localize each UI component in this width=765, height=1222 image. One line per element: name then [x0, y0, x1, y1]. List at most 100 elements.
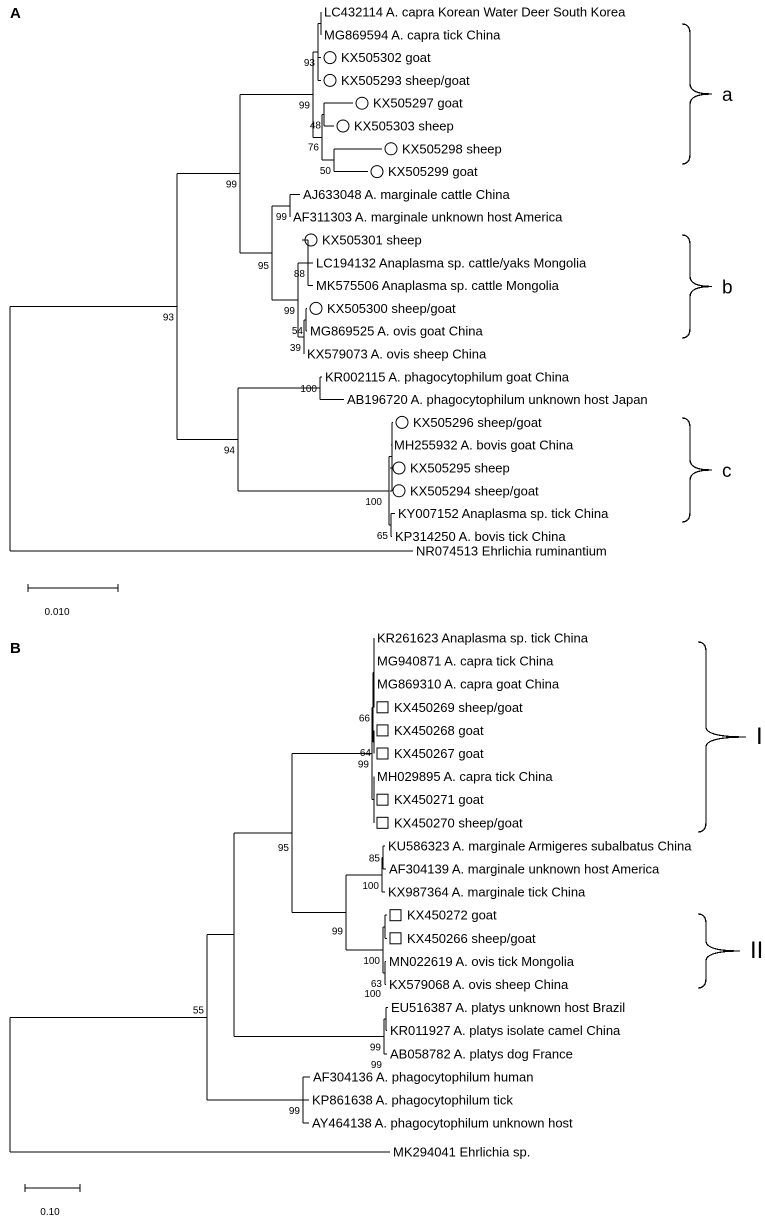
leaf-label: KX579068 A. ovis sheep China — [389, 977, 569, 992]
bootstrap-value: 99 — [276, 212, 288, 223]
leaf-label: KY007152 Anaplasma sp. tick China — [398, 506, 609, 521]
leaf-label: KR261623 Anaplasma sp. tick China — [377, 631, 589, 646]
sample-circle-marker — [392, 461, 406, 475]
bootstrap-value: 85 — [369, 853, 381, 864]
leaf-label: KX505303 sheep — [354, 119, 454, 134]
group-label: b — [722, 278, 733, 299]
bootstrap-value: 99 — [332, 926, 344, 937]
leaf-label: KX505293 sheep/goat — [341, 73, 470, 88]
leaf-label: KX579073 A. ovis sheep China — [307, 347, 487, 362]
leaf-label: AF311303 A. marginale unknown host Ameri… — [293, 210, 563, 225]
group-label: c — [722, 461, 732, 482]
sample-circle-marker — [384, 142, 398, 156]
leaf-label: AF304139 A. marginale unknown host Ameri… — [389, 862, 660, 877]
leaf-label: AJ633048 A. marginale cattle China — [303, 187, 510, 202]
bootstrap-value: 88 — [294, 269, 306, 280]
leaf-label: MG940871 A. capra tick China — [377, 654, 554, 669]
leaf-label: KX505299 goat — [388, 164, 478, 179]
bootstrap-value: 100 — [364, 989, 381, 1000]
leaf-label: AB196720 A. phagocytophilum unknown host… — [347, 392, 648, 407]
leaf-label: KP314250 A. bovis tick China — [395, 529, 566, 544]
leaf-label: KX505297 goat — [373, 96, 463, 111]
leaf-label: AB058782 A. platys dog France — [390, 1046, 573, 1061]
bootstrap-value: 93 — [304, 58, 316, 69]
group-bracket — [681, 417, 713, 523]
sample-circle-marker — [392, 484, 406, 498]
bootstrap-value: 100 — [363, 956, 380, 967]
bootstrap-value: 99 — [371, 1060, 383, 1071]
leaf-label: KX505294 sheep/goat — [410, 483, 539, 498]
bootstrap-value: 100 — [362, 881, 379, 892]
bootstrap-value: 76 — [308, 142, 320, 153]
leaf-label: KX450271 goat — [394, 792, 484, 807]
bootstrap-value: 50 — [320, 166, 332, 177]
leaf-label: LC194132 Anaplasma sp. cattle/yaks Mongo… — [316, 255, 587, 270]
sample-circle-marker — [323, 51, 337, 65]
leaf-label: MG869594 A. capra tick China — [324, 27, 501, 42]
leaf-label: KX450272 goat — [407, 908, 497, 923]
leaf-label: AF304136 A. phagocytophilum human — [313, 1069, 533, 1084]
sample-square-marker — [376, 724, 389, 737]
sample-circle-marker — [395, 415, 409, 429]
sample-circle-marker — [355, 96, 369, 110]
sample-circle-marker — [304, 233, 318, 247]
group-label: I — [756, 723, 763, 750]
leaf-label: MG869310 A. capra goat China — [377, 677, 560, 692]
bootstrap-value: 99 — [226, 180, 238, 191]
leaf-label: KX450267 goat — [394, 746, 484, 761]
panel-label: A — [10, 5, 21, 22]
sample-circle-marker — [323, 73, 337, 87]
bootstrap-value: 100 — [365, 497, 382, 508]
group-bracket — [681, 23, 713, 165]
leaf-label: MG869525 A. ovis goat China — [310, 324, 483, 339]
leaf-label: KU586323 A. marginale Armigeres subalbat… — [388, 838, 692, 853]
leaf-label: MN022619 A. ovis tick Mongolia — [389, 954, 575, 969]
group-bracket — [697, 641, 747, 833]
sample-circle-marker — [370, 165, 384, 179]
leaf-label: KX505300 sheep/goat — [327, 301, 456, 316]
sample-square-marker — [389, 932, 402, 945]
leaf-label: MK294041 Ehrlichia sp. — [393, 1145, 530, 1160]
bootstrap-value: 99 — [370, 1042, 382, 1053]
leaf-label: KX450268 goat — [394, 723, 484, 738]
leaf-label: MK575506 Anaplasma sp. cattle Mongolia — [316, 278, 560, 293]
sample-square-marker — [376, 793, 389, 806]
bootstrap-value: 54 — [292, 326, 304, 337]
leaf-label: AY464138 A. phagocytophilum unknown host — [312, 1116, 573, 1131]
group-bracket — [697, 913, 741, 989]
leaf-label: KR011927 A. platys isolate camel China — [390, 1023, 621, 1038]
bootstrap-value: 39 — [290, 343, 302, 354]
bootstrap-value: 66 — [359, 713, 371, 724]
group-bracket — [681, 234, 713, 339]
sample-square-marker — [376, 816, 389, 829]
leaf-label: NR074513 Ehrlichia ruminantium — [416, 544, 607, 559]
bootstrap-value: 93 — [163, 313, 175, 324]
leaf-label: MH029895 A. capra tick China — [377, 769, 553, 784]
leaf-label: KR002115 A. phagocytophilum goat China — [325, 369, 570, 384]
bootstrap-value: 94 — [224, 446, 236, 457]
bootstrap-value: 95 — [258, 261, 270, 272]
bootstrap-value: 99 — [289, 1106, 301, 1117]
sample-square-marker — [376, 701, 389, 714]
panel-label: B — [10, 640, 21, 657]
bootstrap-value: 63 — [371, 979, 383, 990]
bootstrap-value: 100 — [300, 384, 317, 395]
leaf-label: MH255932 A. bovis goat China — [394, 438, 574, 453]
scale-bar-label: 0.10 — [40, 1207, 60, 1218]
scale-bar-label: 0.010 — [44, 607, 69, 618]
leaf-label: KX505295 sheep — [410, 461, 510, 476]
bootstrap-value: 95 — [278, 843, 290, 854]
leaf-label: KX505302 goat — [341, 50, 431, 65]
bootstrap-value: 99 — [358, 760, 370, 771]
leaf-label: KX987364 A. marginale tick China — [388, 885, 586, 900]
bootstrap-value: 99 — [299, 101, 311, 112]
group-label: a — [722, 85, 733, 106]
sample-square-marker — [389, 909, 402, 922]
leaf-label: KX505296 sheep/goat — [413, 415, 542, 430]
leaf-label: KX450270 sheep/goat — [394, 815, 523, 830]
leaf-label: KX505298 sheep — [402, 141, 502, 156]
sample-square-marker — [376, 747, 389, 760]
bootstrap-value: 55 — [193, 1005, 205, 1016]
leaf-label: KX505301 sheep — [322, 233, 422, 248]
